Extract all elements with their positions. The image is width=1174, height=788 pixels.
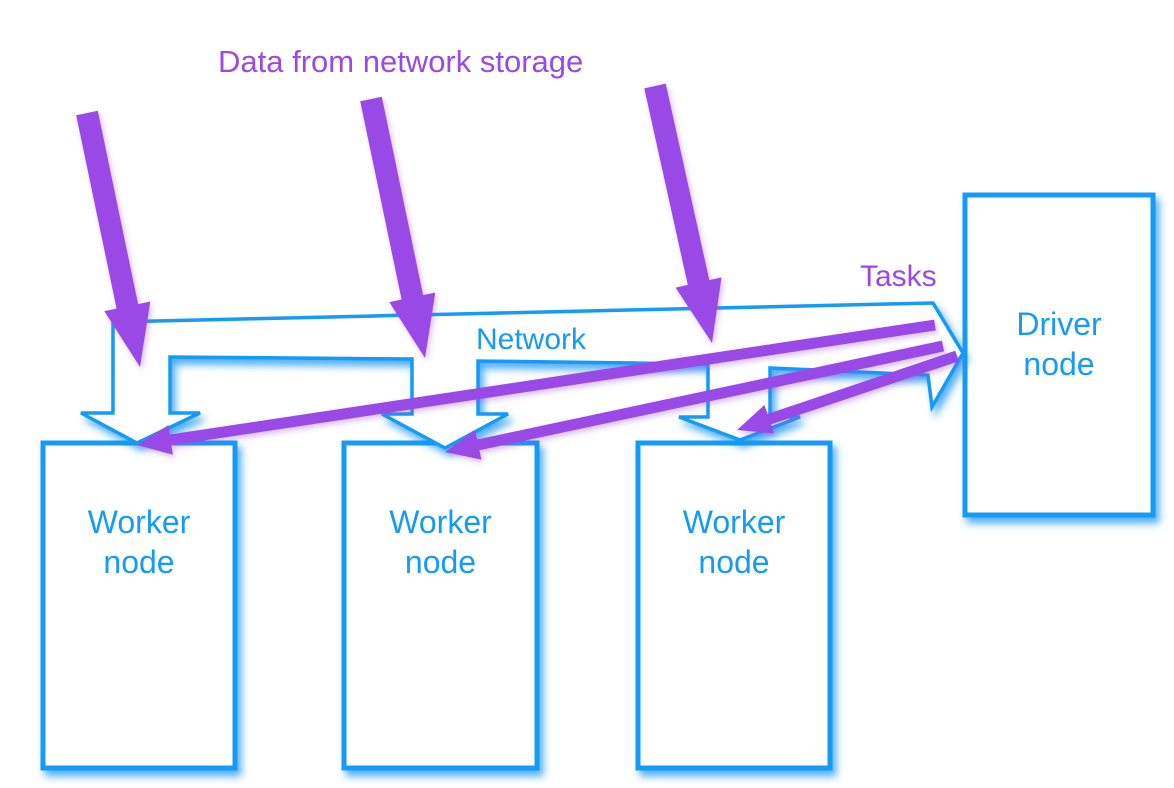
data-arrow-1	[76, 110, 151, 368]
worker-node-1-label: Worker node	[87, 504, 191, 580]
worker-node-1-box	[40, 440, 238, 771]
data-arrow-2	[360, 96, 436, 359]
task-arrow-to-worker-2	[445, 340, 945, 460]
driver-node-box	[962, 192, 1156, 518]
diagram-title: Data from network storage	[218, 44, 584, 79]
network-label: Network	[476, 323, 587, 356]
driver-node-label: Driver node	[1016, 306, 1102, 382]
worker-node-2-label: Worker node	[389, 504, 492, 580]
worker-node-2-box	[341, 440, 540, 771]
tasks-label: Tasks	[860, 260, 937, 293]
task-arrow-to-worker-1	[137, 319, 936, 455]
data-arrow-3	[644, 83, 722, 343]
worker-node-3-label: Worker node	[682, 504, 786, 580]
task-arrow-to-worker-3	[737, 350, 959, 434]
worker-node-3-box	[635, 440, 833, 771]
